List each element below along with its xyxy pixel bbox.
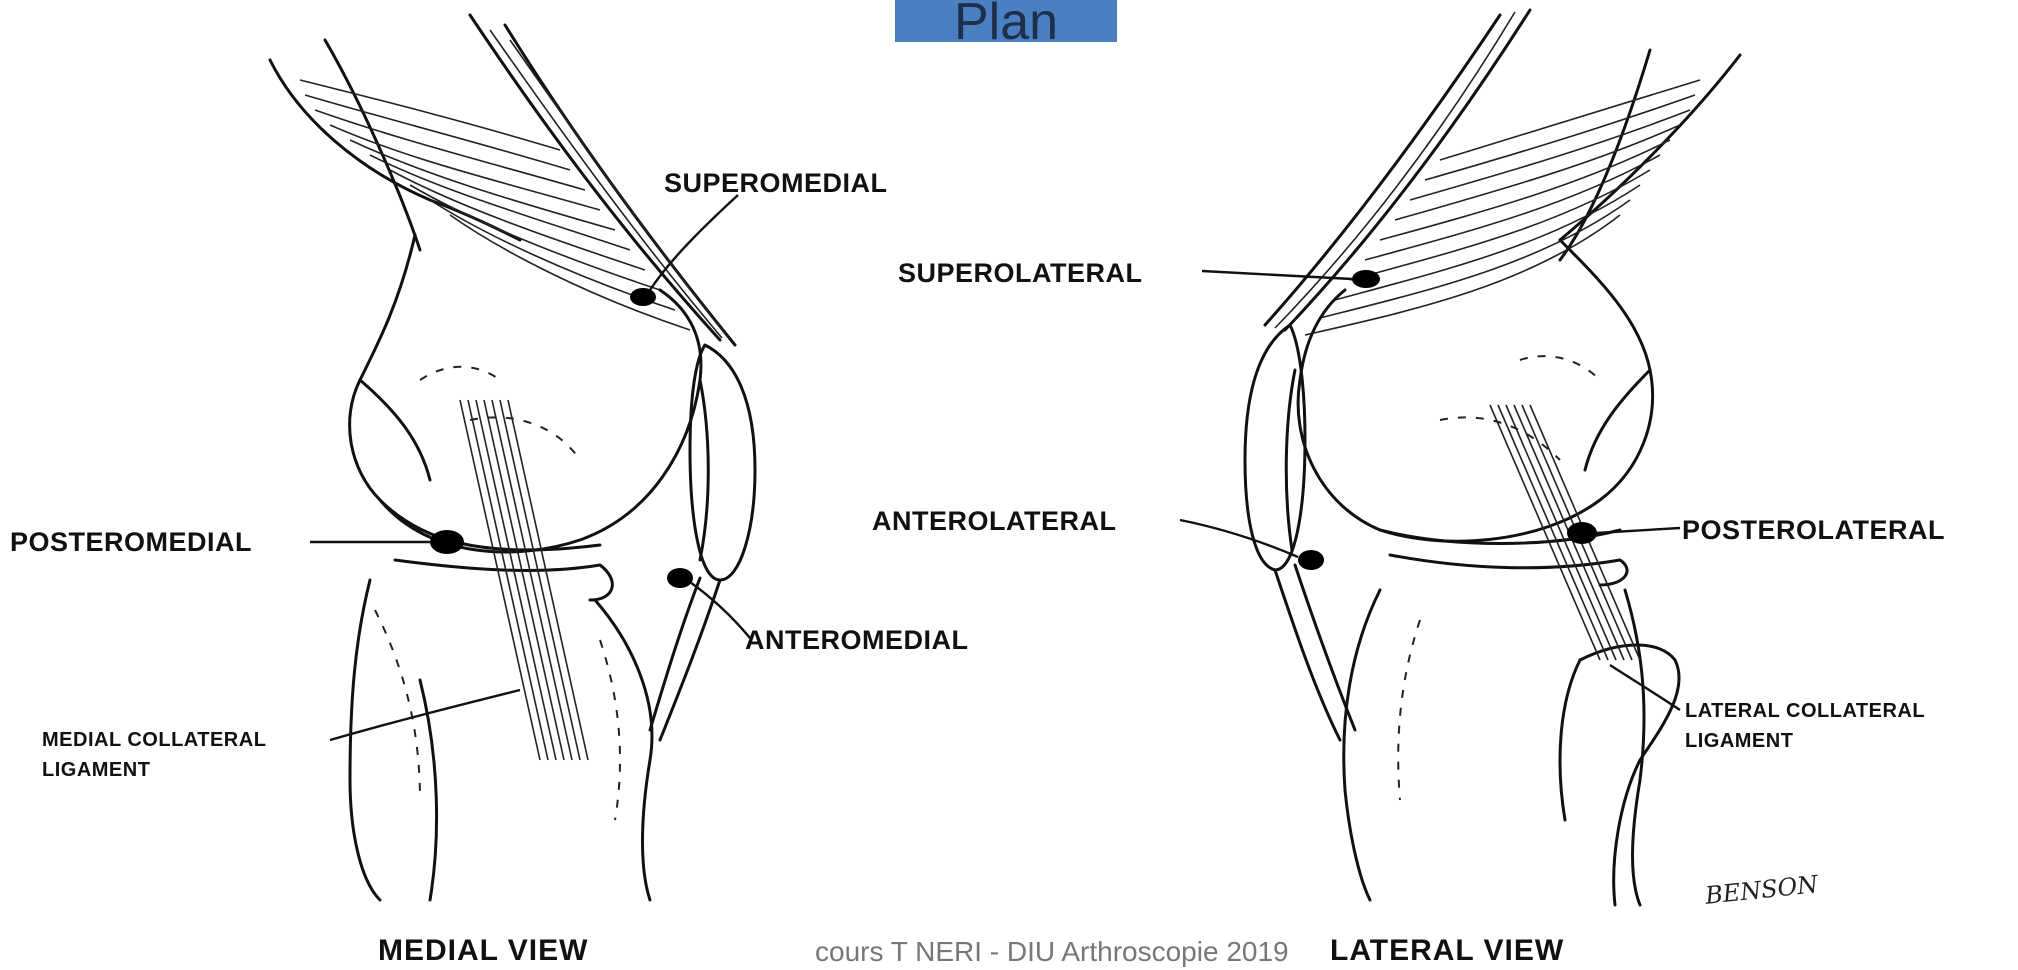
label-anteromedial: ANTEROMEDIAL bbox=[745, 625, 969, 656]
anteromedial-portal-dot bbox=[667, 568, 693, 588]
slide-footer: cours T NERI - DIU Arthroscopie 2019 bbox=[815, 936, 1289, 968]
posterolateral-portal-dot bbox=[1567, 522, 1597, 544]
lateral-tibia-front bbox=[1344, 590, 1380, 900]
label-ligament-left: LIGAMENT bbox=[42, 755, 150, 785]
lateral-femur-inner bbox=[1585, 370, 1650, 470]
superomedial-portal-dot bbox=[630, 288, 656, 306]
caption-medial-view: MEDIAL VIEW bbox=[378, 934, 588, 968]
lateral-tibia-back bbox=[1625, 590, 1644, 905]
label-superomedial: SUPEROMEDIAL bbox=[664, 168, 888, 199]
superolateral-leader bbox=[1202, 271, 1352, 279]
label-posteromedial: POSTEROMEDIAL bbox=[10, 527, 252, 558]
lateral-fibula bbox=[1580, 645, 1679, 905]
anterolateral-leader bbox=[1180, 520, 1298, 557]
lateral-patella bbox=[1245, 325, 1305, 570]
lateral-meniscus bbox=[1390, 555, 1627, 585]
lateral-femur-condyle bbox=[1298, 240, 1652, 541]
lateral-knee-drawing bbox=[1180, 10, 1740, 905]
label-lateral-collateral: LATERAL COLLATERAL bbox=[1685, 696, 1925, 726]
superolateral-portal-dot bbox=[1352, 270, 1380, 288]
lateral-muscle-striations bbox=[1275, 12, 1700, 335]
medial-tibia-back bbox=[350, 580, 380, 900]
medial-femur-inner bbox=[360, 380, 430, 480]
medial-tibia-front bbox=[595, 600, 652, 900]
posterolateral-leader bbox=[1596, 528, 1680, 533]
lateral-quad-tendon-front bbox=[1285, 10, 1530, 330]
lateral-patellar-tendon bbox=[1275, 570, 1340, 740]
posteromedial-portal-dot bbox=[430, 530, 464, 554]
medial-collateral-ligament bbox=[460, 400, 588, 760]
anteromedial-leader bbox=[690, 582, 750, 638]
label-posterolateral: POSTEROLATERAL bbox=[1682, 515, 1945, 546]
label-medial-collateral: MEDIAL COLLATERAL bbox=[42, 725, 266, 755]
label-superolateral: SUPEROLATERAL bbox=[898, 258, 1143, 289]
label-ligament-right: LIGAMENT bbox=[1685, 726, 1793, 756]
medial-knee-drawing bbox=[270, 15, 755, 900]
anterolateral-portal-dot bbox=[1298, 550, 1324, 570]
label-anterolateral: ANTEROLATERAL bbox=[872, 506, 1116, 537]
medial-femur-condyle bbox=[350, 235, 701, 552]
caption-lateral-view: LATERAL VIEW bbox=[1330, 934, 1564, 968]
